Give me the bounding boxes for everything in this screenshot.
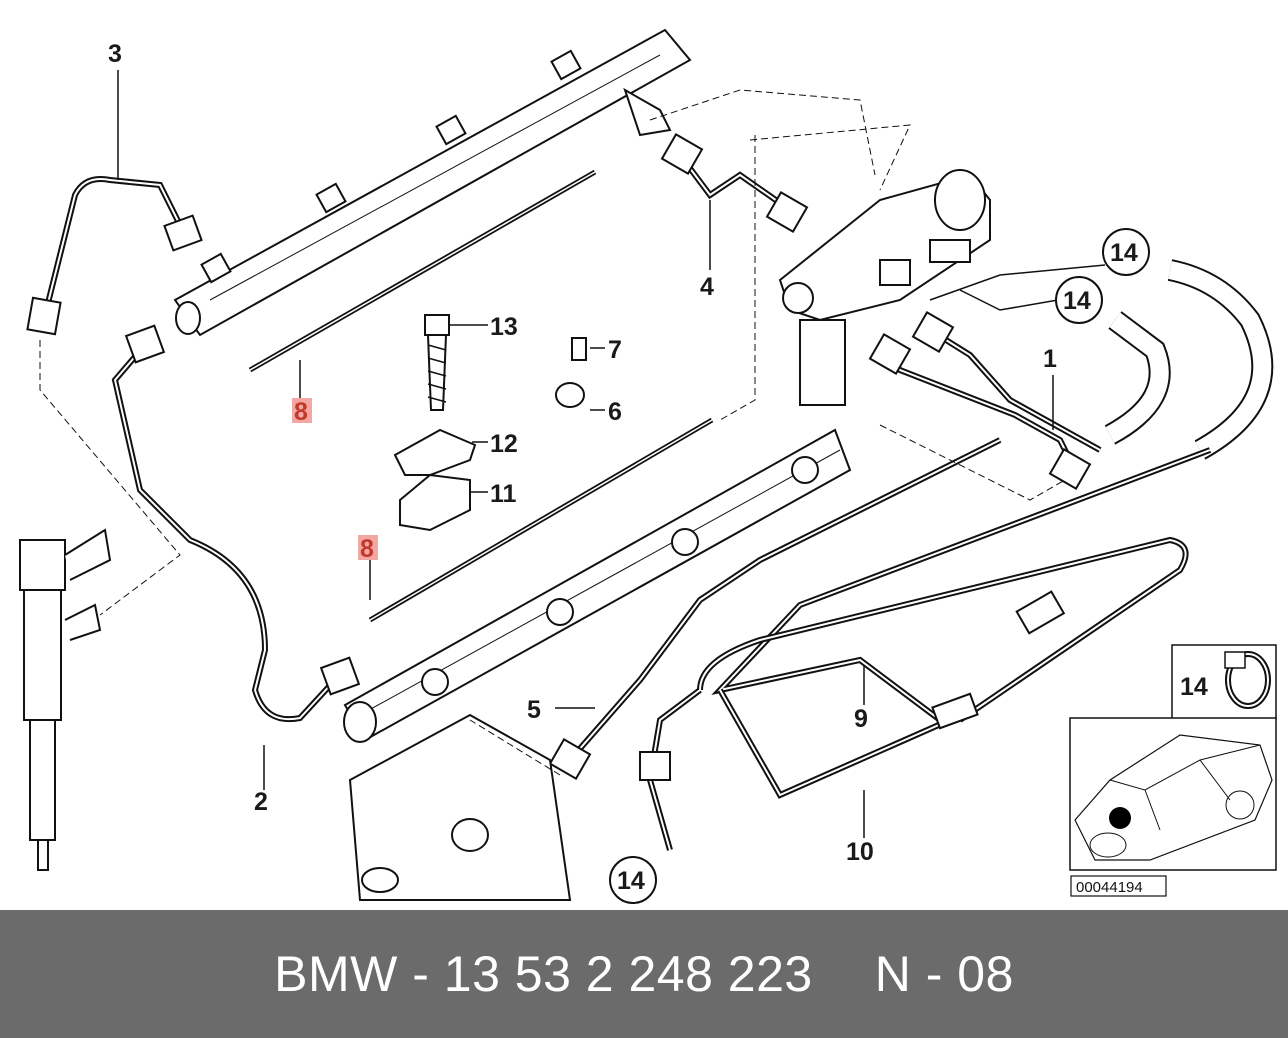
fuel-system-illustration: 3 2 4 5 6 7 13 12 11 1 9 10 8 8 14 14 14… xyxy=(19,28,1277,904)
holder-11 xyxy=(399,473,471,532)
clip-12 xyxy=(393,428,477,476)
callout-1: 1 xyxy=(1043,345,1057,373)
leader-lines xyxy=(117,70,1106,838)
location-marker xyxy=(1109,807,1131,829)
dashed-guides xyxy=(39,89,1066,776)
part-number-banner: BMW - 13 53 2 248 223 N - 08 xyxy=(0,910,1288,1038)
callout-14-circle-b: 14 xyxy=(1063,287,1091,315)
callout-7: 7 xyxy=(608,336,622,364)
callout-14-circle-c: 14 xyxy=(617,867,645,895)
separator: - xyxy=(412,946,430,1002)
part-number: 13 53 2 248 223 xyxy=(443,946,813,1002)
fuel-injector xyxy=(19,528,112,871)
screw-7 xyxy=(571,337,587,361)
parts-diagram: 3 2 4 5 6 7 13 12 11 1 9 10 8 8 14 14 14… xyxy=(19,28,1277,904)
callout-10: 10 xyxy=(846,838,874,866)
brand-label: BMW xyxy=(274,946,398,1002)
inset-hose-clamp: 14 xyxy=(1171,644,1277,720)
callout-3: 3 xyxy=(108,40,122,68)
bolt-13 xyxy=(424,314,450,411)
fuel-line-10 xyxy=(646,687,952,851)
callout-6: 6 xyxy=(608,398,622,426)
lower-fuel-rail xyxy=(343,428,852,743)
fuel-line-3 xyxy=(42,176,188,316)
callout-12: 12 xyxy=(490,430,518,458)
callout-13: 13 xyxy=(490,313,518,341)
fuel-line-4 xyxy=(677,153,792,213)
callout-14-inset: 14 xyxy=(1180,673,1208,701)
diagram-code: N - 08 xyxy=(874,946,1014,1002)
callout-labels: 3 2 4 5 6 7 13 12 11 1 9 10 8 8 14 14 14 xyxy=(108,40,1150,904)
callout-4: 4 xyxy=(700,273,714,301)
callout-5: 5 xyxy=(527,696,541,724)
diagram-reference: 00044194 xyxy=(1070,875,1167,897)
callout-14-circle-a: 14 xyxy=(1110,239,1138,267)
high-pressure-pump xyxy=(778,169,991,406)
clamp-6 xyxy=(555,382,585,408)
callout-11: 11 xyxy=(490,480,517,508)
callout-8-lower: 8 xyxy=(360,535,374,563)
callout-8-upper: 8 xyxy=(294,398,308,426)
highlight-8a xyxy=(292,398,312,423)
reference-number: 00044194 xyxy=(1076,879,1143,896)
inset-car-location xyxy=(1069,717,1277,871)
pump-housing xyxy=(348,713,572,901)
callout-9: 9 xyxy=(854,705,868,733)
upper-fuel-rail xyxy=(173,28,692,337)
callout-2: 2 xyxy=(254,788,268,816)
highlight-8b xyxy=(358,535,378,560)
